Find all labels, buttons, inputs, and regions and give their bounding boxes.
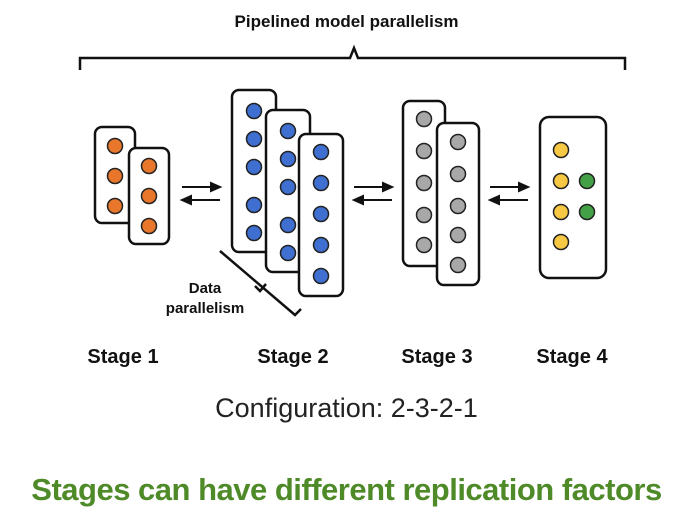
- headline: Stages can have different replication fa…: [31, 472, 662, 507]
- stage-3-unit: [415, 206, 433, 224]
- stage-2-unit: [279, 178, 297, 196]
- stage-2-label: Stage 2: [257, 346, 329, 368]
- stage-1-unit: [106, 167, 124, 185]
- arrows-stage-3-4: [487, 181, 531, 206]
- stage-4-output-unit: [578, 172, 596, 190]
- stage-3-label: Stage 3: [401, 346, 473, 368]
- stage-2-unit: [312, 143, 330, 161]
- stage-2-unit: [279, 122, 297, 140]
- stage-2-unit: [312, 205, 330, 223]
- stage-2-unit: [312, 267, 330, 285]
- stage-2-group: [230, 88, 345, 298]
- stage-4-output-unit: [578, 203, 596, 221]
- configuration-label: Configuration: 2-3-2-1: [215, 393, 478, 423]
- stage-1-group: [93, 125, 171, 246]
- stage-4-group: [538, 115, 608, 280]
- stage-4-unit: [552, 233, 570, 251]
- stage-1-unit: [106, 197, 124, 215]
- data-parallelism-line-1: Data: [188, 280, 222, 297]
- stage-2-unit: [245, 102, 263, 120]
- stage-4-unit: [552, 141, 570, 159]
- stage-1-unit: [140, 157, 158, 175]
- stage-2-unit: [312, 236, 330, 254]
- stage-3-unit: [449, 133, 467, 151]
- arrows-stage-2-3: [351, 181, 395, 206]
- stage-3-unit: [449, 197, 467, 215]
- arrows-stage-1-2: [179, 181, 223, 206]
- stage-2-unit: [245, 196, 263, 214]
- data-parallelism-line-2: parallelism: [165, 300, 245, 317]
- stage-3-unit: [449, 226, 467, 244]
- stage-3-unit: [449, 165, 467, 183]
- stage-2-unit: [245, 130, 263, 148]
- stage-3-unit: [415, 174, 433, 192]
- stage-1-unit: [140, 217, 158, 235]
- stage-3-group: [401, 99, 481, 287]
- pipeline-brace: [78, 44, 627, 70]
- stage-4-unit: [552, 172, 570, 190]
- stage-1-label: Stage 1: [87, 346, 159, 368]
- stage-2-unit: [312, 174, 330, 192]
- data-parallelism-bracket: [219, 250, 302, 317]
- stage-2-unit: [245, 224, 263, 242]
- stage-3-unit: [415, 110, 433, 128]
- stage-1-unit: [106, 137, 124, 155]
- stage-4-unit: [552, 203, 570, 221]
- stage-4-label: Stage 4: [536, 346, 608, 368]
- stage-2-unit: [279, 150, 297, 168]
- stage-2-unit: [279, 216, 297, 234]
- stage-3-unit: [449, 256, 467, 274]
- stage-3-unit: [415, 142, 433, 160]
- diagram-title: Pipelined model parallelism: [234, 12, 459, 31]
- data-parallelism-label: Data parallelism: [146, 279, 264, 319]
- stage-2-unit: [245, 158, 263, 176]
- stage-4-replica-1: [538, 115, 608, 280]
- stage-3-unit: [415, 236, 433, 254]
- stage-1-unit: [140, 187, 158, 205]
- stage-2-unit: [279, 244, 297, 262]
